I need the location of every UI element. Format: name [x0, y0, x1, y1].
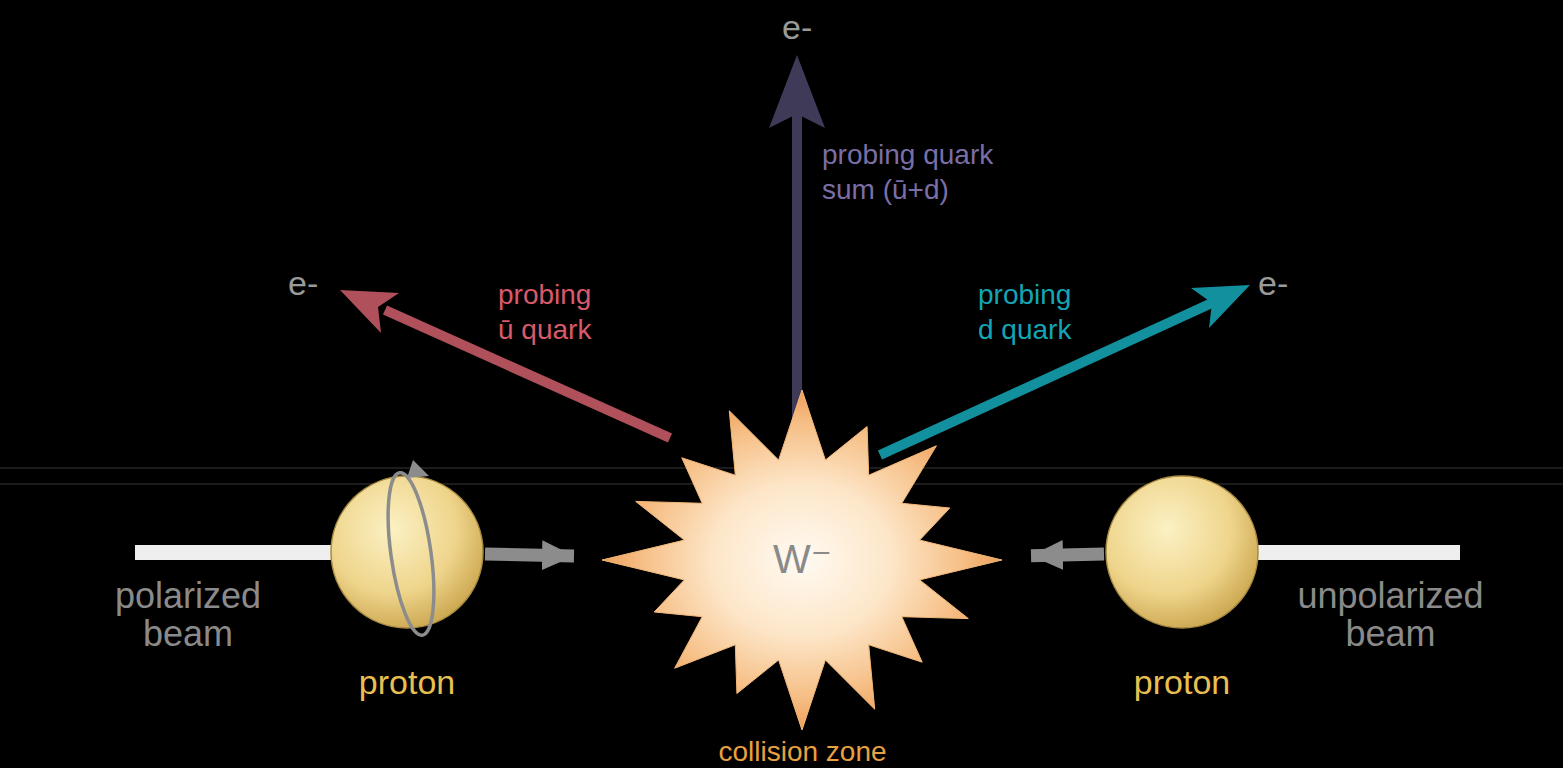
beam-bar — [1255, 545, 1460, 560]
electron-arrow-head — [340, 290, 399, 333]
beam-bar — [135, 545, 335, 560]
particle-label: e- — [782, 6, 832, 49]
proton-sphere — [1104, 474, 1260, 630]
electron-arrow-head — [1191, 285, 1250, 328]
proton-node: proton — [1104, 474, 1260, 630]
beam-arrow — [1031, 554, 1104, 556]
electron-arrow-head — [769, 55, 825, 128]
proton-sphere — [329, 474, 485, 630]
electron-arrow-shaft — [792, 110, 802, 420]
proton-node: proton — [329, 474, 485, 630]
particle-label: e- — [1258, 262, 1308, 305]
beam-label: polarized beam — [88, 577, 288, 653]
collision-zone: W⁻ collision zone — [600, 355, 1005, 768]
probe-note: probing d quark — [978, 277, 1090, 347]
particle-label: proton — [299, 663, 515, 702]
beam-arrow — [485, 554, 574, 556]
probe-note: probing quark sum (ū+d) — [822, 137, 1007, 207]
particle-label: e- — [288, 262, 333, 305]
zone-label: collision zone — [600, 736, 1005, 768]
particle-label: proton — [1074, 663, 1290, 702]
boson-label: W⁻ — [600, 536, 1005, 582]
beam-label: unpolarized beam — [1278, 577, 1503, 653]
probe-note: probing ū quark — [498, 277, 610, 347]
